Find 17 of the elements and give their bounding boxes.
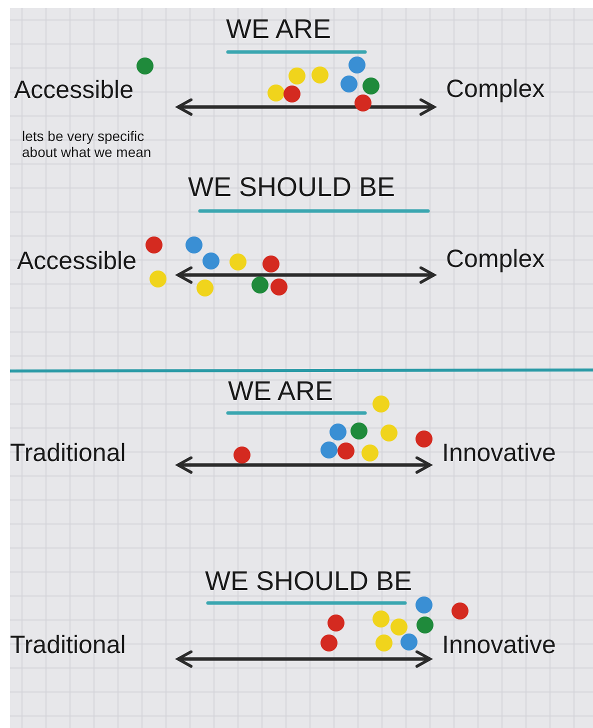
heading: WE ARE (226, 14, 332, 46)
heading: WE SHOULD BE (205, 566, 412, 598)
axis-end-label: Traditional (10, 630, 126, 660)
axis-end-label: Complex (446, 74, 545, 104)
double-arrow (176, 266, 436, 284)
axis-end-label: Accessible (14, 75, 134, 105)
double-arrow (176, 98, 436, 116)
heading: WE SHOULD BE (188, 172, 396, 204)
axis-end-label: Complex (446, 244, 545, 274)
axis-end-label: Traditional (10, 438, 126, 468)
double-arrow (176, 650, 432, 668)
double-arrow (176, 456, 432, 474)
axis-end-label: Innovative (442, 438, 556, 468)
axis-end-label: Accessible (17, 246, 136, 276)
handwritten-note: lets be very specific about what we mean (22, 128, 152, 160)
heading: WE ARE (228, 376, 334, 408)
axis-end-label: Innovative (442, 630, 556, 660)
